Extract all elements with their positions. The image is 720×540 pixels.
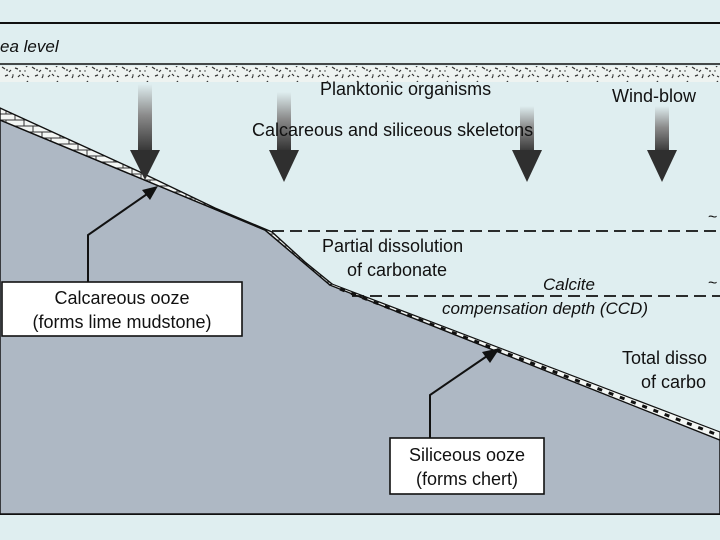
calcite-label: Calcite xyxy=(543,275,595,294)
sinking-arrow xyxy=(647,106,677,182)
sinking-arrow xyxy=(130,84,160,180)
partial-line-tick: ~ xyxy=(708,209,717,226)
sea-level-label: ea level xyxy=(0,37,60,56)
partial-dissolution-label-1: Partial dissolution xyxy=(322,236,463,256)
planktonic-organisms-label: Planktonic organisms xyxy=(320,79,491,99)
sinking-arrow xyxy=(512,106,542,182)
siliceous-ooze-hatch xyxy=(339,287,719,437)
calcareous-ooze-layer xyxy=(0,107,334,286)
calcareous-ooze-box xyxy=(1,281,243,337)
calcareous-ooze-pointer xyxy=(87,186,158,282)
siliceous-ooze-label-1: Siliceous ooze xyxy=(409,445,525,465)
plankton-band xyxy=(0,66,720,82)
calcareous-ooze-label-1: Calcareous ooze xyxy=(54,288,189,308)
calcareous-ooze-label-2: (forms lime mudstone) xyxy=(32,312,211,332)
wind-blown-label: Wind-blow xyxy=(612,86,697,106)
siliceous-ooze-layer xyxy=(328,283,720,441)
total-dissolution-label-1: Total disso xyxy=(622,348,707,368)
skeletons-label: Calcareous and siliceous skeletons xyxy=(252,120,533,140)
siliceous-ooze-box xyxy=(389,437,545,495)
ccd-label: compensation depth (CCD) xyxy=(442,299,648,318)
siliceous-ooze-label-2: (forms chert) xyxy=(416,469,518,489)
siliceous-ooze-pointer xyxy=(429,348,500,438)
partial-dissolution-label-2: of carbonate xyxy=(347,260,447,280)
ccd-line-tick: ~ xyxy=(708,275,717,292)
sinking-arrow xyxy=(269,92,299,182)
total-dissolution-label-2: of carbo xyxy=(641,372,706,392)
